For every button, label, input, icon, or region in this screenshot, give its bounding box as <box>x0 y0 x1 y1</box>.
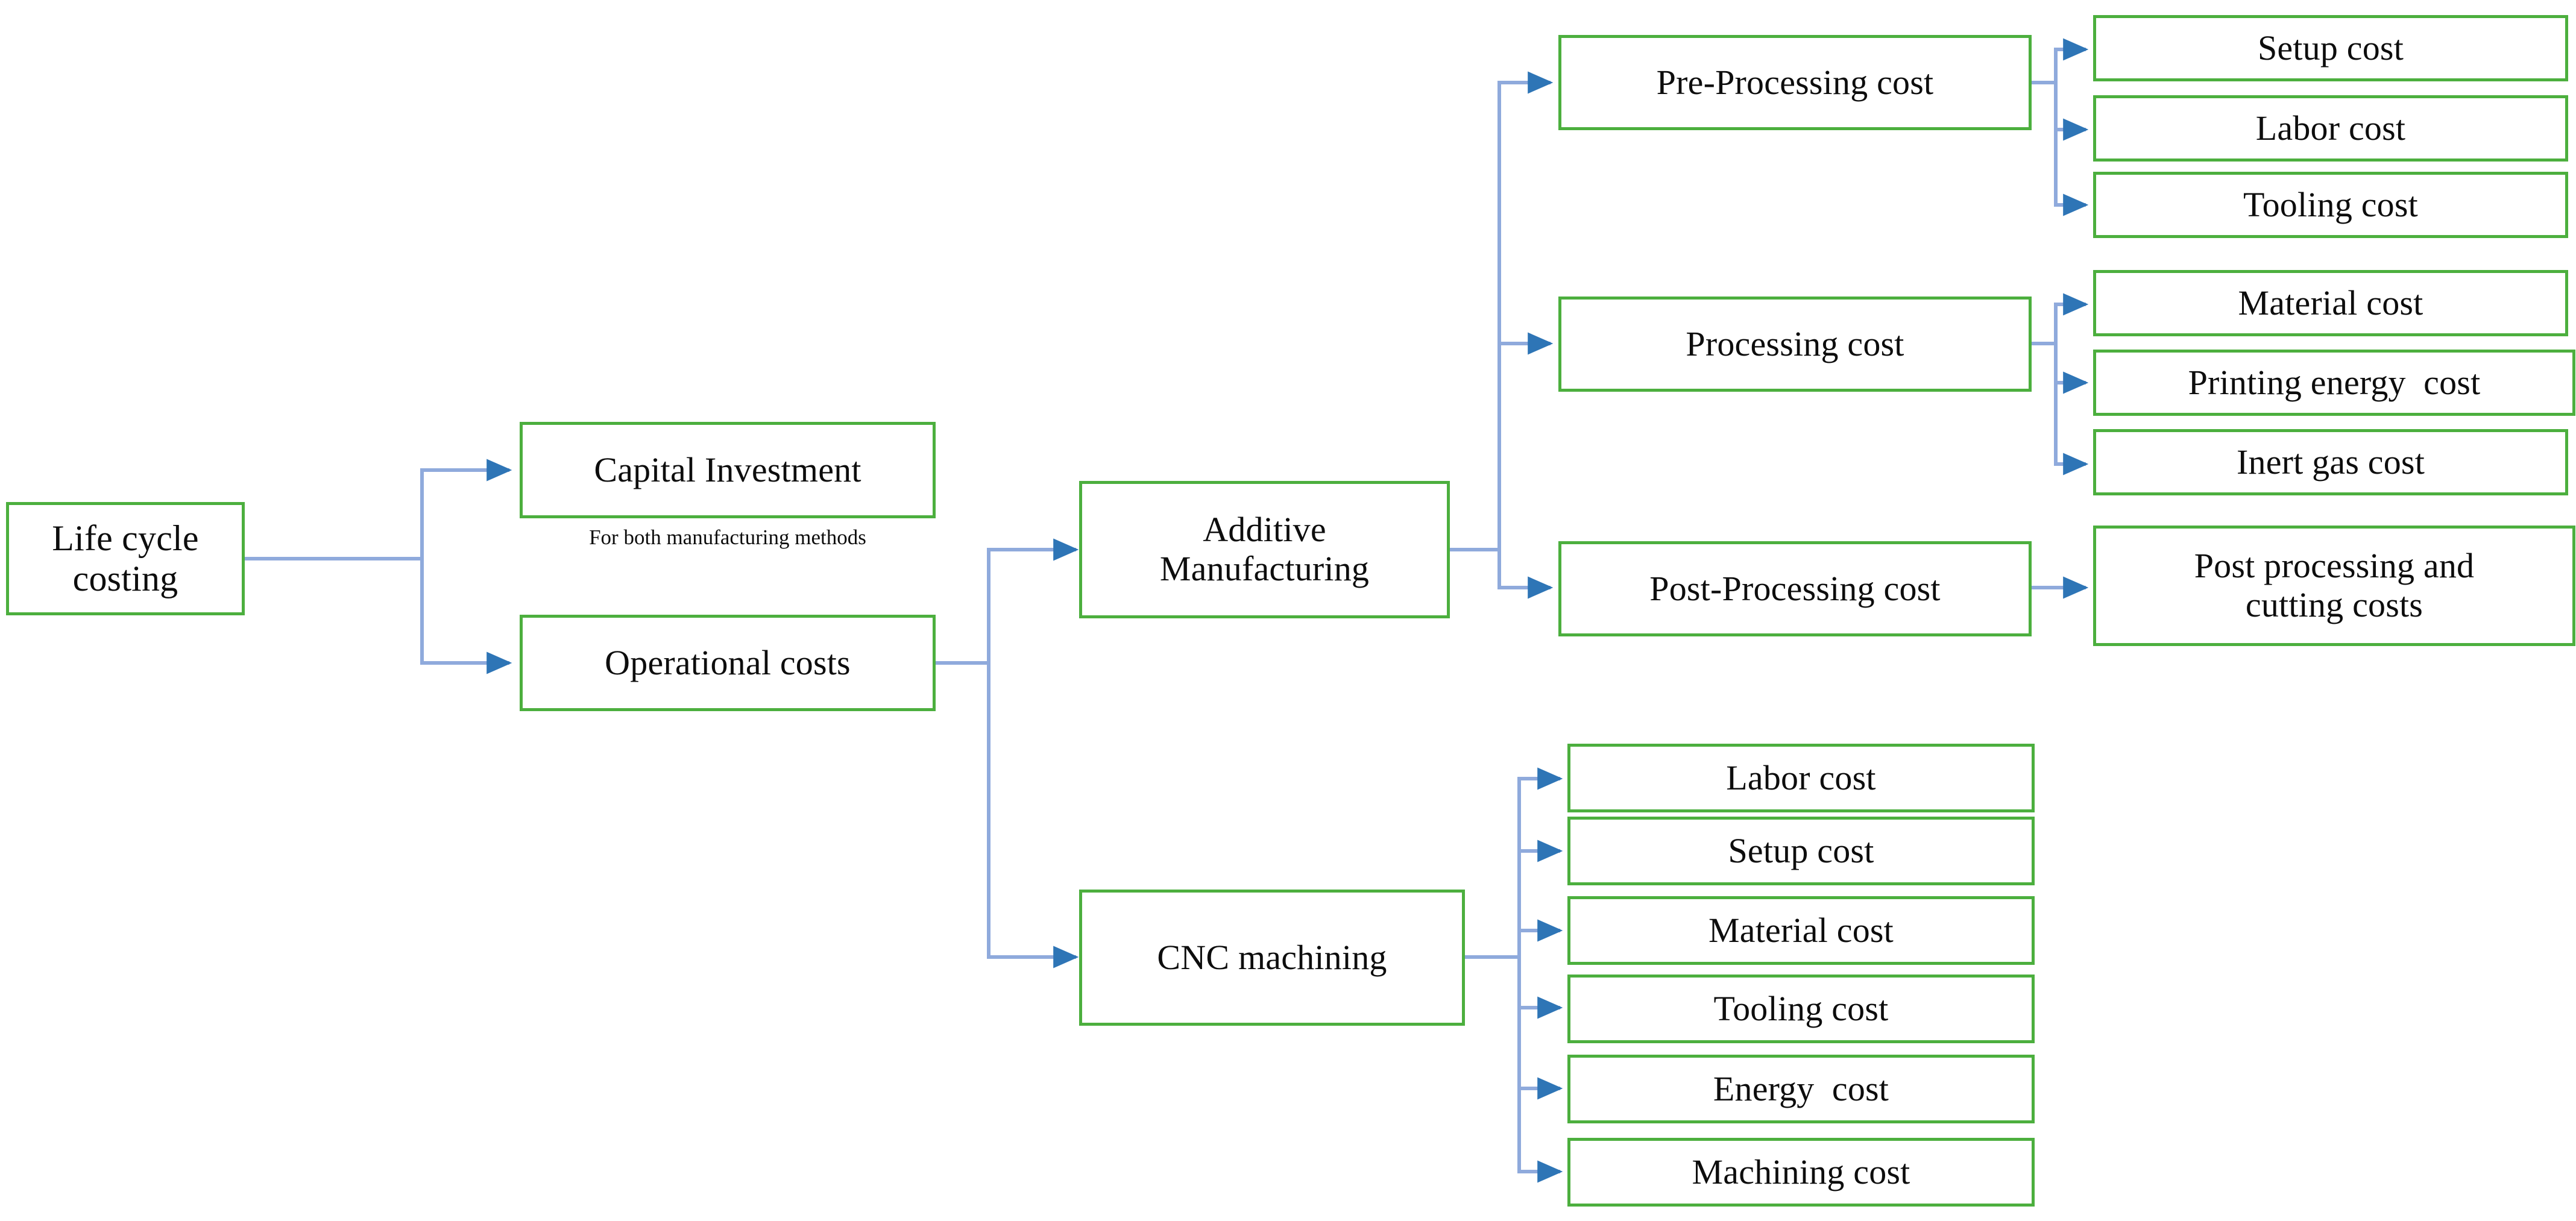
edge-am-to-pre <box>1497 71 1554 550</box>
node-cnc-machining-cost[interactable]: Machining cost <box>1567 1138 2035 1207</box>
edge-pre-to-labor <box>2054 83 2089 141</box>
edge-processing-to-printing <box>2054 344 2089 394</box>
node-pre-setup-cost[interactable]: Setup cost <box>2093 15 2568 81</box>
edge-am-to-post <box>1497 550 1554 599</box>
node-processing-inert-gas-cost[interactable]: Inert gas cost <box>2093 429 2568 495</box>
edge-pre-to-tooling <box>2054 83 2089 216</box>
node-capital-investment[interactable]: Capital Investment <box>520 422 936 518</box>
edge-cnc-to-energy <box>1517 957 1563 1100</box>
edge-processing-to-inert <box>2054 344 2089 476</box>
edge-cnc-to-tooling <box>1517 957 1563 1019</box>
edge-cnc-to-material <box>1517 919 1563 957</box>
node-post-processing-and-cutting-costs[interactable]: Post processing and cutting costs <box>2093 526 2575 646</box>
node-additive-manufacturing[interactable]: Additive Manufacturing <box>1079 481 1450 618</box>
edge-root-to-operational <box>420 559 512 674</box>
node-cnc-energy-cost[interactable]: Energy cost <box>1567 1055 2035 1123</box>
node-operational-costs[interactable]: Operational costs <box>520 615 936 711</box>
node-life-cycle-costing[interactable]: Life cycle costing <box>6 502 245 615</box>
node-cnc-material-cost[interactable]: Material cost <box>1567 896 2035 965</box>
edge-processing-to-material <box>2054 293 2089 344</box>
edge-am-to-processing <box>1497 332 1554 550</box>
edge-root-to-capital <box>420 459 512 559</box>
node-pre-labor-cost[interactable]: Labor cost <box>2093 95 2568 162</box>
edge-operational-to-cnc <box>987 663 1079 968</box>
node-processing-printing-energy-cost[interactable]: Printing energy cost <box>2093 350 2575 416</box>
edge-cnc-to-machining <box>1517 957 1563 1183</box>
node-processing-material-cost[interactable]: Material cost <box>2093 270 2568 336</box>
edge-pre-to-setup <box>2054 38 2089 83</box>
node-cnc-tooling-cost[interactable]: Tooling cost <box>1567 975 2035 1043</box>
node-cnc-setup-cost[interactable]: Setup cost <box>1567 817 2035 885</box>
node-post-processing-cost[interactable]: Post-Processing cost <box>1558 541 2032 636</box>
node-pre-processing-cost[interactable]: Pre-Processing cost <box>1558 35 2032 130</box>
edge-cnc-to-labor <box>1517 767 1563 957</box>
node-pre-tooling-cost[interactable]: Tooling cost <box>2093 172 2568 238</box>
node-cnc-labor-cost[interactable]: Labor cost <box>1567 744 2035 812</box>
capital-investment-caption: For both manufacturing methods <box>589 526 866 549</box>
node-processing-cost[interactable]: Processing cost <box>1558 297 2032 392</box>
node-cnc-machining[interactable]: CNC machining <box>1079 890 1465 1026</box>
edge-operational-to-am <box>987 538 1079 663</box>
edge-cnc-to-setup <box>1517 840 1563 957</box>
